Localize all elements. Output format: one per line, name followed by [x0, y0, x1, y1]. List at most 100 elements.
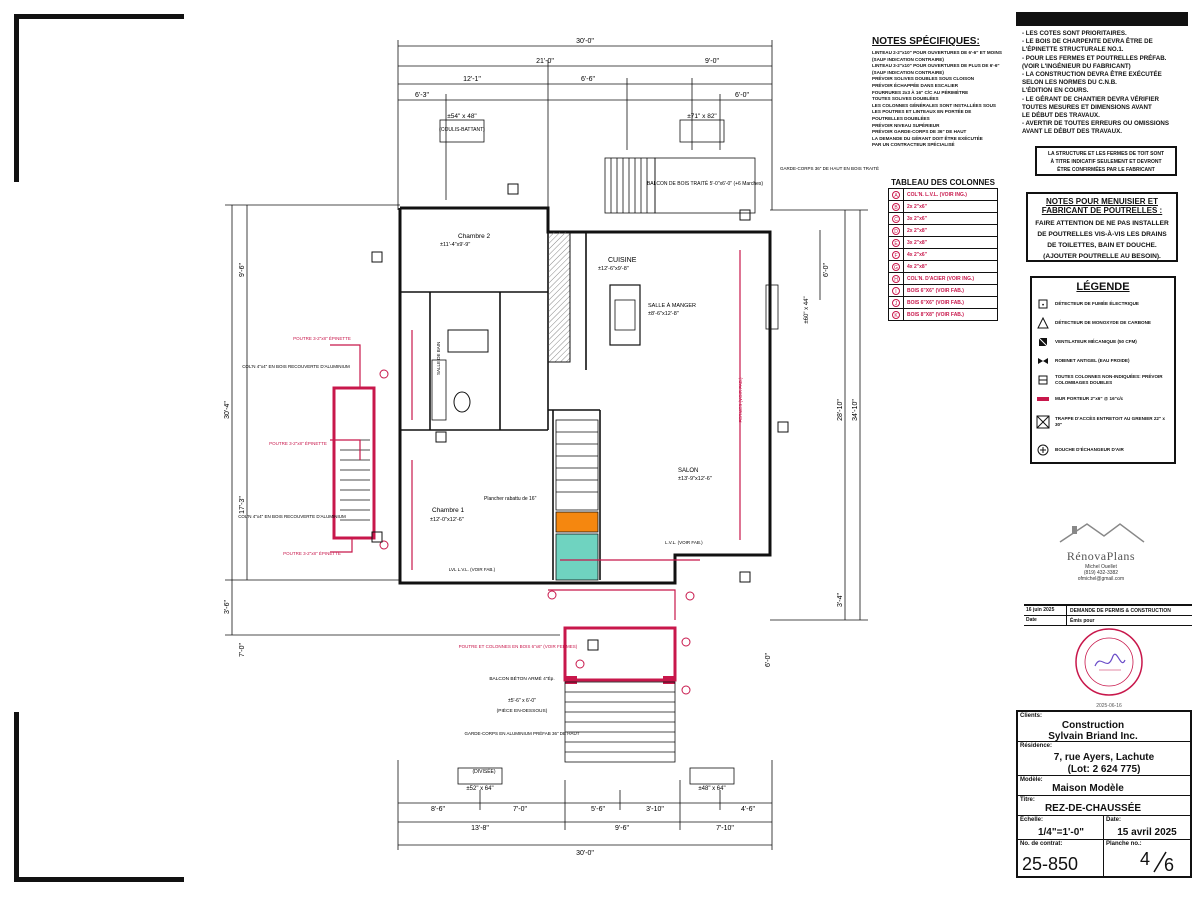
dim-bottom-4-6: 4'-6" — [741, 806, 755, 813]
dimension-lines-top — [397, 40, 773, 230]
room-chambre2: Chambre 2 — [458, 233, 491, 240]
notes-specifiques-line: (SAUF INDICATION CONTRAIRE) — [872, 56, 944, 62]
svg-text:•: • — [1042, 303, 1044, 309]
dimension-lines-bottom — [397, 760, 773, 850]
ventilator-icon — [1035, 335, 1051, 349]
rear-balcony-label: BALCON DE BOIS TRAITÉ 5'-0"x6'-0" (+6 Ma… — [647, 180, 763, 187]
lvl-note: L.V.L. (VOIR FAB.) — [665, 540, 703, 545]
notes-specifiques-line: (SAUF INDICATION CONTRAIRE) — [872, 69, 944, 75]
column-spec: 4x 2"x8" — [907, 263, 928, 270]
crop-mark-top-left-v — [14, 14, 19, 182]
title-block: Clients: Construction Sylvain Briand Inc… — [1016, 710, 1192, 878]
dimension-lines-left — [225, 204, 560, 636]
dim-top-overall: 30'-0" — [576, 38, 594, 45]
red-beam-note-3: POUTRE 3-2"x8" ÉPINETTE — [283, 550, 341, 556]
fraction-slash-icon — [1153, 851, 1167, 873]
column-id-icon: G — [892, 262, 900, 271]
logo-name: RénovaPlans — [1066, 549, 1136, 563]
notes-generales-line: - LE BOIS DE CHARPENTE DEVRA ÊTRE DE — [1022, 38, 1153, 46]
residence-label: Résidence: — [1020, 743, 1053, 749]
column-spec: COL'N. L.V.L. (VOIR ING.) — [907, 191, 967, 198]
column-id-icon: I — [892, 286, 900, 295]
notes-generales-line: - LE GÉRANT DE CHANTIER DEVRA VÉRIFIER — [1022, 95, 1159, 103]
client-name: Construction Sylvain Briand Inc. — [1048, 720, 1138, 742]
seal-icon — [1075, 628, 1143, 696]
notes-specifiques-line: POUTRELLES DOUBLÉES — [872, 115, 930, 121]
notes-specifiques-line: LA DEMANDE DU GÉRANT DOIT ÊTRE EXÉCUTÉE — [872, 135, 983, 141]
room-cuisine: CUISINE — [608, 257, 637, 264]
logo-person: Michel Ouellet — [1085, 564, 1117, 570]
notes-menuisier-title: NOTES POUR MENUISIER ET FABRICANT DE POU… — [1041, 197, 1163, 215]
floor-plan: 30'-0" 21'-0" 9'-0" 12'-1" 6'-6" 6'-3" 6… — [224, 38, 879, 857]
column-markers — [379, 369, 695, 695]
revision-desc: DEMANDE DE PERMIS & CONSTRUCTION — [1070, 607, 1171, 614]
crop-mark-bottom-left-h — [14, 877, 184, 882]
notes-generales-line: AVANT LE DÉBUT DES TRAVAUX. — [1022, 128, 1122, 136]
notes-generales-line: (VOIR L'INGÉNIEUR DU FABRICANT) — [1022, 62, 1131, 70]
dim-top-12: 12'-1" — [463, 76, 481, 83]
notes-specifiques-line: LINTEAU 2-2"x10" POUR OUVERTURES DE 6'-6… — [872, 50, 1002, 55]
legende-item-text: ROBINET ANTIGEL (EAU FROIDE) — [1055, 358, 1130, 363]
legende-item: MUR PORTEUR 2"x6" @ 16"c/c — [1035, 392, 1171, 406]
rear-balcony — [604, 157, 756, 214]
residence-lot: (Lot: 2 624 775) — [1067, 764, 1141, 775]
dim-bottom-3-10: 3'-10" — [646, 806, 664, 813]
bearing-wall-icon — [1035, 392, 1051, 406]
window-top-left: ±54" x 48" — [447, 113, 477, 120]
room-salon: SALON — [678, 468, 698, 474]
structure-note-line: ÊTRE CONFIRMÉES PAR LE FABRICANT — [1057, 167, 1155, 173]
dim-left-30-4: 30'-4" — [224, 401, 231, 419]
co-detector-icon — [1035, 316, 1051, 330]
notes-generales-line: LE DÉBUT DES TRAVAUX. — [1022, 112, 1100, 120]
echelle-label: Échelle: — [1020, 817, 1044, 823]
notes-menuisier-line: (AJOUTER POUTRELLE AU BESOIN). — [1043, 253, 1161, 260]
kitchen-counter — [547, 231, 571, 363]
notes-specifiques-lines: LINTEAU 2-2"x10" POUR OUVERTURES DE 6'-6… — [872, 50, 1002, 149]
dim-bottom-7-0: 7'-0" — [513, 806, 527, 813]
dim-right-3-4: 3'-4" — [837, 593, 844, 607]
front-balcony-dim: ±5'-6" x 6'-0" — [508, 698, 536, 704]
room-chambre1-dim: ±12'-0"x12'-6" — [430, 517, 464, 523]
notes-generales-line: TOUTES MESURES ET DIMENSIONS AVANT — [1022, 103, 1152, 111]
notes-specifiques-line: PRÉVOIR SOLIVES DOUBLES SOUS CLOISON — [872, 76, 975, 82]
beam-columns-note: POUTRE ET COLONNES EN BOIS 6"x6" (VOIR F… — [459, 644, 578, 649]
date-label: Date: — [1106, 817, 1122, 823]
room-cuisine-dim: ±12'-6"x9'-8" — [598, 266, 629, 272]
front-porch — [563, 626, 677, 763]
dim-left-17-3: 17'-3" — [239, 496, 246, 514]
titre-value: REZ-DE-CHAUSSÉE — [1044, 803, 1142, 814]
stairs-note: (DIVISÉE) — [472, 768, 495, 775]
vent-icon — [1035, 443, 1051, 457]
plancher-note: Plancher rabattu de 16" — [484, 496, 537, 502]
smoke-detector-markers — [371, 183, 789, 651]
notes-menuisier-line: FAIRE ATTENTION DE NE PAS INSTALLER — [1035, 220, 1169, 227]
stair-landing-teal — [555, 533, 599, 581]
room-chambre1: Chambre 1 — [432, 507, 465, 514]
column-spec: 2x 2"x8" — [907, 227, 928, 234]
echelle-value: 1/4"=1'-0" — [1037, 827, 1085, 838]
dim-bottom-5-6: 5'-6" — [591, 806, 605, 813]
dim-top-21: 21'-0" — [536, 58, 554, 65]
contrat-label: No. de contrat: — [1020, 841, 1063, 847]
notes-menuisier-line: DE POUTRELLES VIS-À-VIS LES DRAINS — [1037, 231, 1167, 238]
column-icon — [1035, 373, 1051, 387]
legende-item: TRAPPE D'ACCÈS ENTRETOIT AU GRENIER 22" … — [1035, 411, 1171, 433]
column-spec: 3x 2"x8" — [907, 239, 928, 246]
legende-item: VENTILATEUR MÉCANIQUE (50 CFM) — [1035, 335, 1171, 349]
legende-item-text: TOUTES COLONNES NON-INDIQUÉES: PRÉVOIR C… — [1055, 374, 1163, 385]
room-salle-manger: SALLE À MANGER — [648, 302, 696, 309]
legende-item: •DÉTECTEUR DE FUMÉE ÉLECTRIQUE — [1035, 297, 1171, 311]
planche-label: Planche no.: — [1106, 841, 1142, 847]
interior-stairs — [555, 419, 599, 511]
front-balcony-below: (PIÈCE EN-DESSOUS) — [497, 707, 548, 714]
contrat-value: 25-850 — [1022, 854, 1079, 874]
column-id-icon: F — [892, 250, 900, 259]
legende-title: LÉGENDE — [1076, 281, 1130, 293]
notes-generales-line: L'ÉDITION EN COURS. — [1022, 87, 1089, 95]
